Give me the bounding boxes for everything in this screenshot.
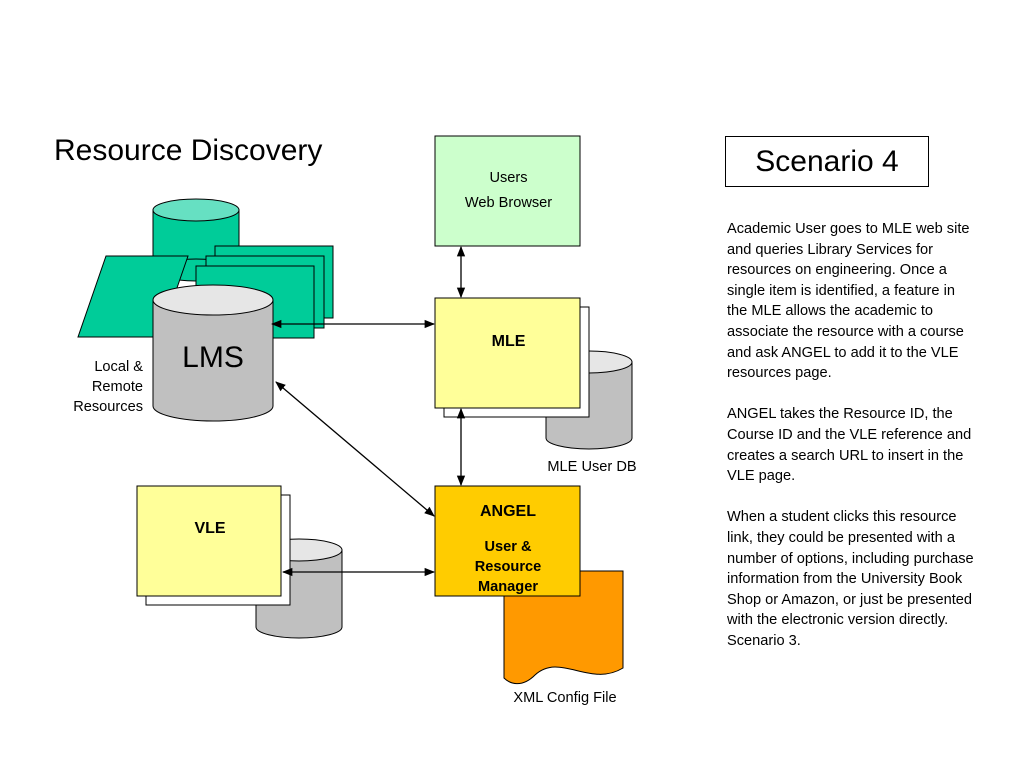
lms-angel-connector: [275, 381, 435, 517]
users-label: Users: [489, 170, 528, 186]
description-paragraph: ANGEL takes the Resource ID, the Course …: [727, 406, 972, 485]
mle-label: MLE: [491, 333, 526, 350]
xml-config-document-icon: [503, 570, 624, 685]
users-node-label: Users Web Browser: [436, 170, 581, 220]
description-paragraph: Academic User goes to MLE web site and q…: [727, 221, 970, 382]
web-browser-label: Web Browser: [464, 194, 553, 211]
angel-subtitle: User & Resource Manager: [474, 539, 542, 595]
local-remote-resources-label: Local & Remote Resources: [73, 359, 143, 415]
mle-user-db-label: MLE User DB: [547, 459, 637, 475]
lms-label: LMS: [182, 341, 244, 374]
vle-label: VLE: [194, 520, 226, 537]
angel-title: ANGEL: [480, 503, 536, 520]
mle-box: [434, 297, 590, 418]
scenario-badge: Scenario 4: [725, 136, 929, 187]
angel-box: [434, 485, 581, 597]
scenario-description: Academic User goes to MLE web site and q…: [727, 219, 979, 672]
lms-database-icon: [152, 284, 274, 422]
users-box: [434, 135, 581, 247]
description-paragraph: When a student clicks this resource link…: [727, 509, 974, 649]
vle-box: [136, 485, 291, 606]
slide-title: Resource Discovery: [54, 134, 323, 167]
xml-config-file-label: XML Config File: [513, 690, 617, 706]
